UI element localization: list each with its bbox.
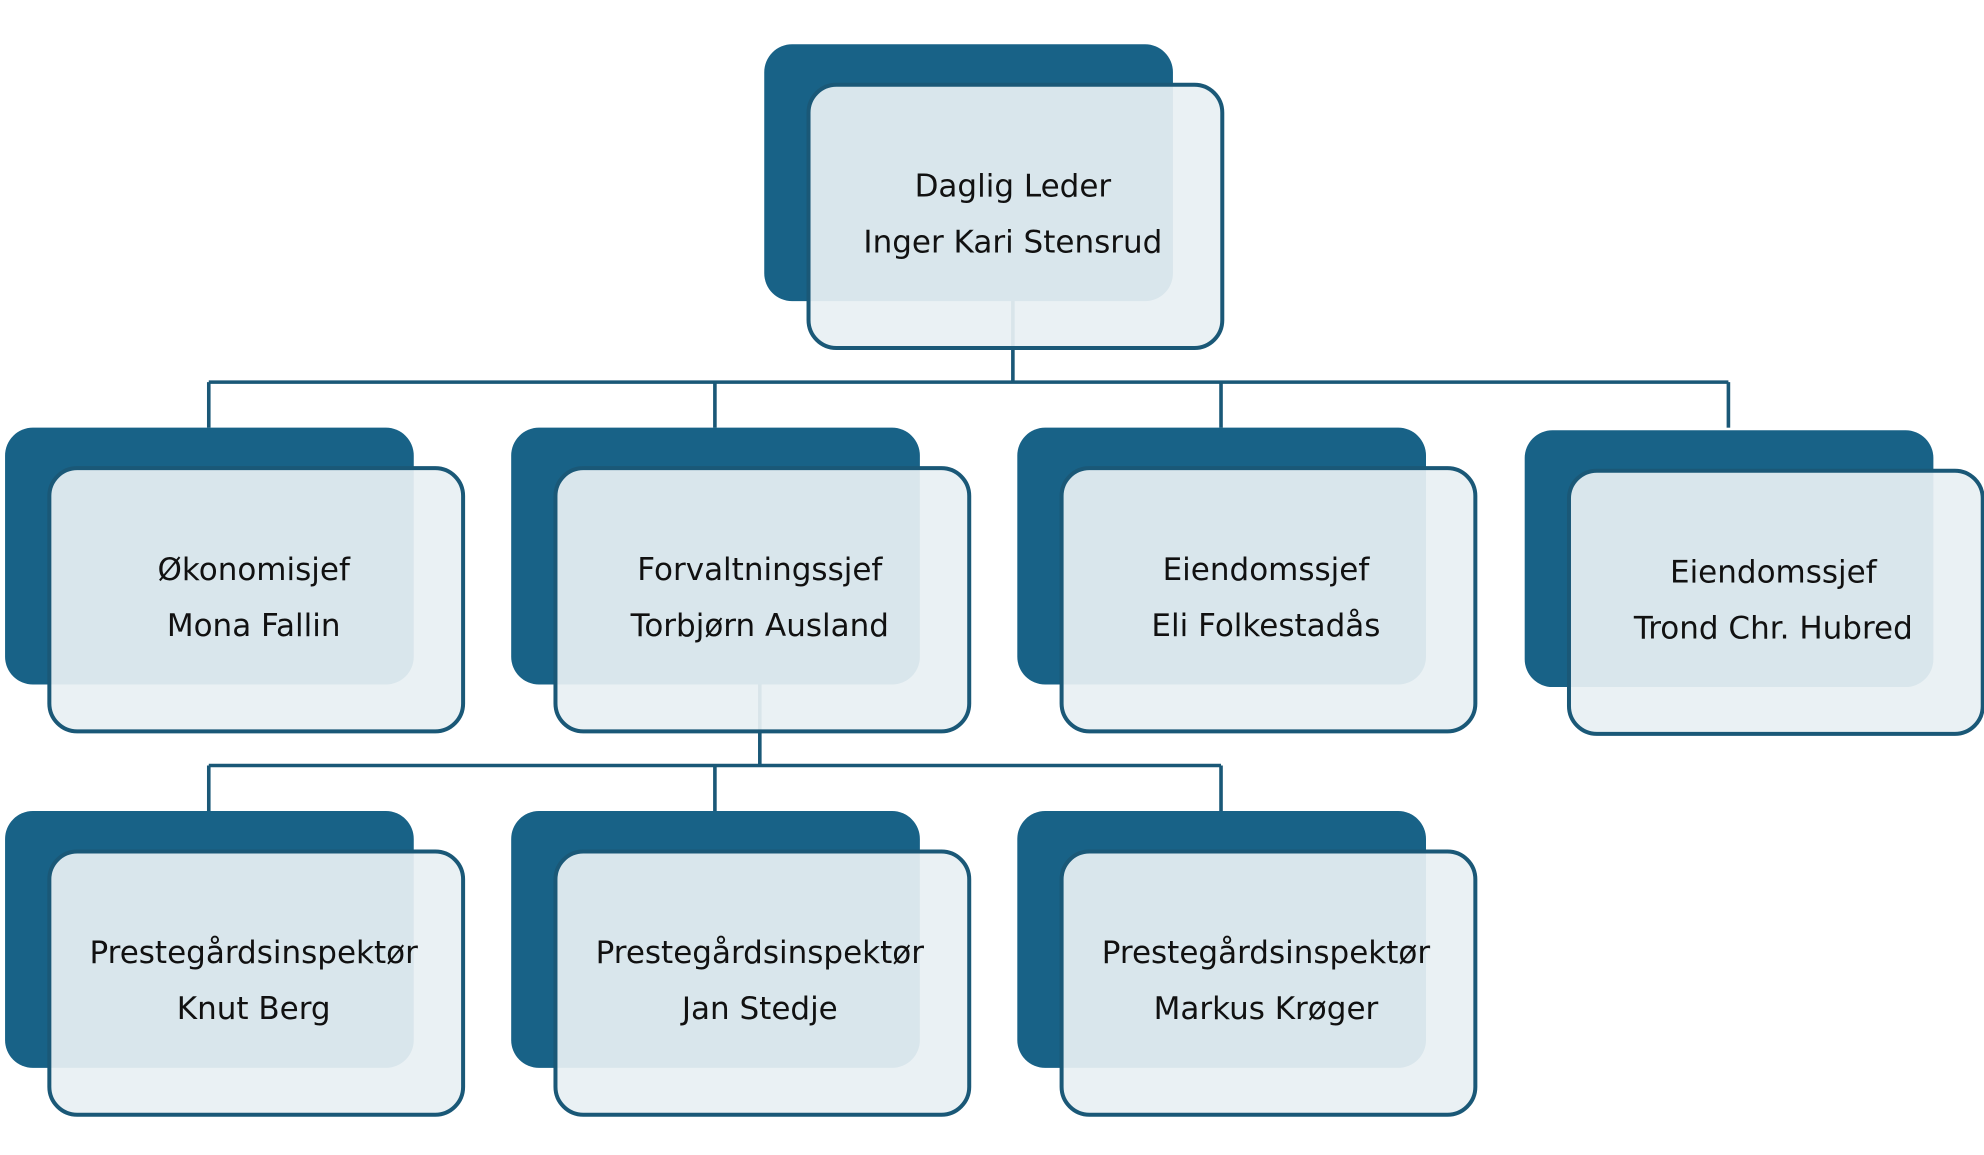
node-front-card: [47, 466, 466, 734]
node-role: Prestegårdsinspektør: [1102, 935, 1431, 971]
connectors: [206, 291, 1731, 812]
node-front-card: [47, 849, 466, 1117]
node-front-card: [553, 849, 972, 1117]
node-front-card: [553, 466, 972, 734]
node-role: Eiendomssjef: [1670, 554, 1878, 590]
node-person-name: Trond Chr. Hubred: [1633, 610, 1913, 646]
node-role: Økonomisjef: [157, 552, 350, 588]
node-person-name: Mona Fallin: [167, 608, 341, 644]
node-person-name: Torbjørn Ausland: [630, 608, 889, 644]
node-front-card: [1566, 468, 1984, 736]
node-person-name: Markus Krøger: [1154, 991, 1379, 1027]
node-person-name: Eli Folkestadås: [1151, 608, 1380, 644]
node-role: Prestegårdsinspektør: [90, 935, 419, 971]
node-person-name: Knut Berg: [177, 991, 331, 1027]
node-role: Daglig Leder: [915, 168, 1112, 204]
node-role: Eiendomssjef: [1163, 552, 1371, 588]
node-front-card: [1059, 466, 1478, 734]
node-role: Forvaltningssjef: [637, 552, 883, 588]
node-person-name: Inger Kari Stensrud: [863, 224, 1162, 260]
node-person-name: Jan Stedje: [680, 991, 838, 1027]
node-role: Prestegårdsinspektør: [596, 935, 925, 971]
node-front-card: [806, 82, 1225, 350]
node-front-card: [1059, 849, 1478, 1117]
